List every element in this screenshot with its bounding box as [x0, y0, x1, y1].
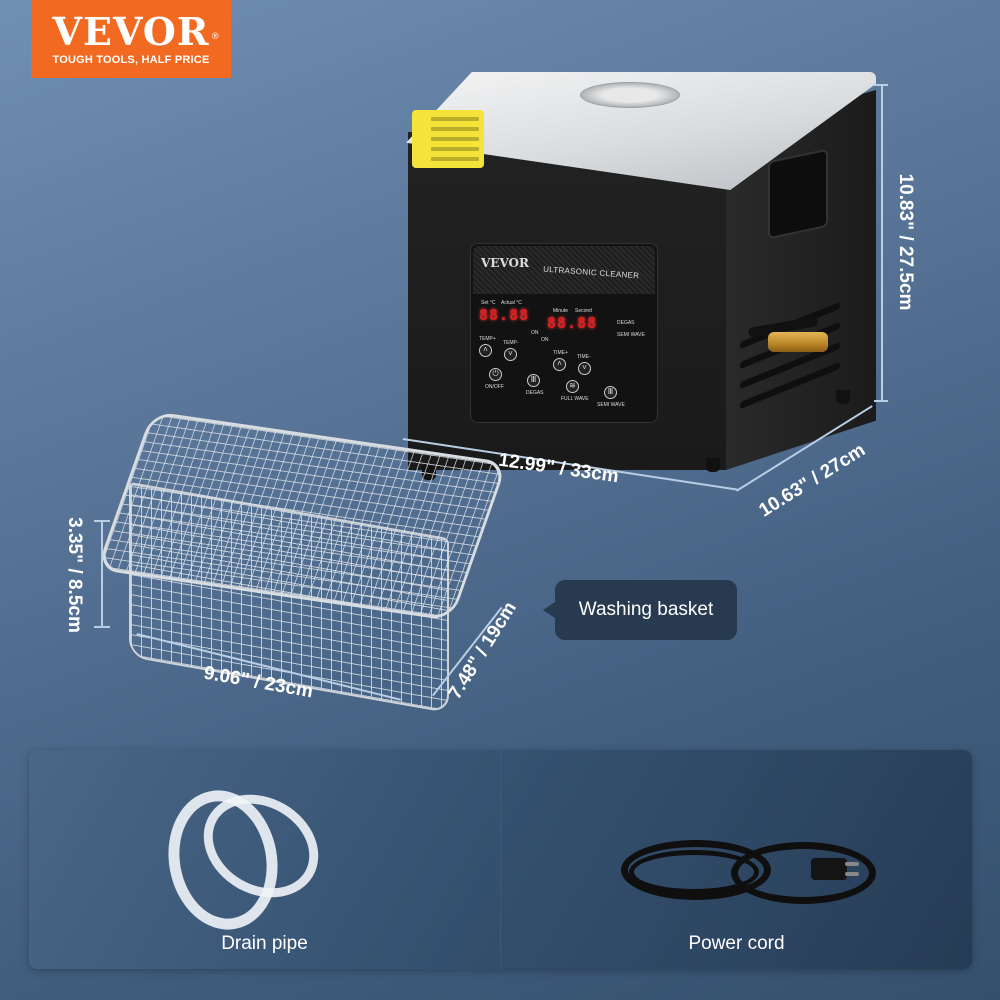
- drain-valve: [747, 315, 844, 352]
- machine-foot: [836, 390, 850, 404]
- vevor-logo: VEVOR® TOUGH TOOLS, HALF PRICE: [31, 0, 231, 78]
- semi-wave-label: SEMI WAVE: [597, 402, 625, 408]
- full-wave-button[interactable]: ≋: [566, 380, 579, 393]
- time-up-button[interactable]: ˄: [553, 358, 566, 371]
- degas-label: DEGAS: [526, 390, 544, 396]
- dim-tick: [874, 84, 888, 86]
- semi-wave-indicator: SEMI WAVE: [617, 332, 645, 338]
- time-down-label: TIME-: [577, 354, 591, 360]
- callout-text: Washing basket: [578, 599, 714, 620]
- warning-sticker: [412, 110, 484, 168]
- height-dimension-line: [881, 84, 883, 401]
- basket-height-label: 3.35" / 8.5cm: [64, 517, 85, 633]
- drain-pipe-label: Drain pipe: [221, 933, 308, 954]
- basket-height-dimension-line: [101, 520, 103, 627]
- time-up-label: TIME+: [553, 350, 568, 356]
- panel-brand: VEVOR: [481, 256, 529, 270]
- second-label: Second: [575, 308, 592, 314]
- actual-temp-label: Actual °C: [501, 300, 522, 306]
- accessory-power-cord: Power cord: [500, 750, 972, 969]
- dim-tick: [874, 400, 888, 402]
- minute-label: Minute: [553, 308, 569, 314]
- set-temp-label: Set °C: [481, 300, 496, 306]
- machine-foot: [706, 458, 720, 472]
- accessory-drain-pipe: Drain pipe: [29, 750, 500, 969]
- temp-display: 88.88: [479, 306, 530, 324]
- time-display: 88.88: [547, 314, 598, 332]
- brass-valve-body: [768, 332, 828, 352]
- logo-tagline: TOUGH TOOLS, HALF PRICE: [52, 54, 210, 66]
- semi-wave-button[interactable]: Ⅲ: [604, 386, 617, 399]
- machine-height-label: 10.83" / 27.5cm: [895, 173, 916, 311]
- degas-indicator: DEGAS: [617, 320, 635, 326]
- control-panel: VEVOR ULTRASONIC CLEANER Set °C Actual °…: [470, 243, 658, 423]
- degas-button[interactable]: Ⅲ: [527, 374, 540, 387]
- temp-up-label: TEMP+: [479, 336, 496, 342]
- washing-basket-callout: Washing basket: [543, 580, 737, 640]
- dim-tick: [94, 626, 110, 628]
- lid-handle: [580, 82, 680, 108]
- on-indicator-right: ON: [541, 337, 549, 343]
- temp-down-button[interactable]: ˅: [504, 348, 517, 361]
- washing-basket-image: [96, 411, 508, 714]
- accessories-panel: Drain pipe Power cord: [29, 750, 972, 969]
- panel-header: VEVOR ULTRASONIC CLEANER: [473, 246, 655, 294]
- power-cord-label: Power cord: [688, 933, 785, 954]
- power-button[interactable]: ⏻: [489, 368, 502, 381]
- on-off-label: ON/OFF: [485, 384, 504, 390]
- logo-brand: VEVOR®: [52, 9, 220, 54]
- full-wave-label: FULL WAVE: [561, 396, 589, 402]
- side-handle: [768, 148, 828, 240]
- ultrasonic-cleaner-image: VEVOR ULTRASONIC CLEANER Set °C Actual °…: [400, 60, 890, 480]
- on-indicator-left: ON: [531, 330, 539, 336]
- time-down-button[interactable]: ˅: [578, 362, 591, 375]
- temp-down-label: TEMP-: [503, 340, 519, 346]
- panel-title: ULTRASONIC CLEANER: [542, 264, 640, 281]
- temp-up-button[interactable]: ˄: [479, 344, 492, 357]
- dim-tick: [94, 520, 110, 522]
